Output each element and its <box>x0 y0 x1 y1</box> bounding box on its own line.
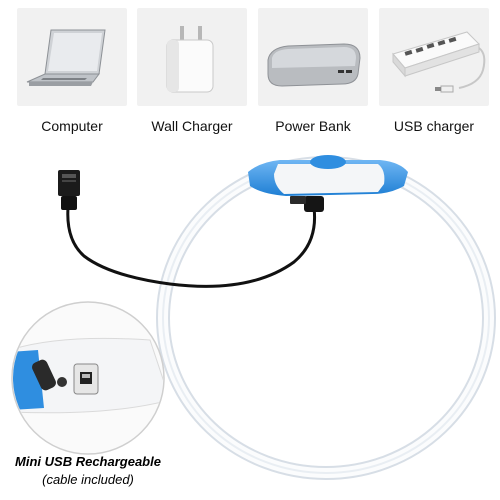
computer-card <box>17 8 127 106</box>
power-bank-label: Power Bank <box>275 118 351 134</box>
usb-hub-icon <box>392 31 486 93</box>
wall-charger-label: Wall Charger <box>151 118 233 134</box>
power-bank-card <box>258 8 368 106</box>
mini-usb-plug-icon <box>304 196 324 212</box>
usb-charger-card <box>379 8 489 106</box>
usb-charger-label: USB charger <box>393 118 475 134</box>
wall-charger-icon <box>166 26 214 93</box>
led-collar <box>156 156 496 480</box>
usb-cable <box>58 170 324 288</box>
collar-scene <box>11 155 496 480</box>
power-bank-icon <box>267 43 361 87</box>
collar-connector-housing <box>248 155 408 196</box>
mini-usb-port-closeup <box>11 301 165 455</box>
wall-charger-card <box>137 8 247 106</box>
inset-caption-subtitle: (cable included) <box>42 472 134 487</box>
usb-a-plug-icon <box>58 170 80 196</box>
laptop-icon <box>26 29 106 86</box>
inset-caption-title: Mini USB Rechargeable <box>15 454 161 469</box>
computer-label: Computer <box>41 118 103 134</box>
